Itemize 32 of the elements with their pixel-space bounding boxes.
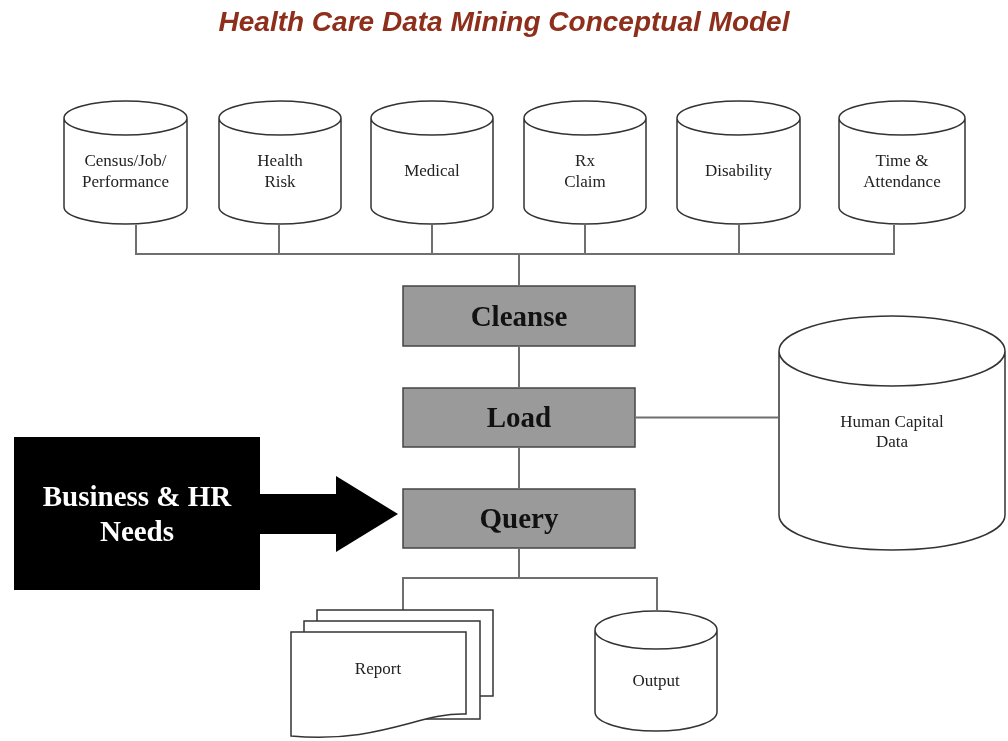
database-cylinder bbox=[838, 100, 966, 225]
connector-line bbox=[518, 548, 658, 611]
node-label: Disability bbox=[703, 160, 774, 183]
node-label: Load bbox=[485, 400, 553, 436]
database-cylinder bbox=[594, 610, 718, 732]
database-cylinder bbox=[778, 315, 1006, 551]
connector-line bbox=[635, 416, 779, 419]
node-label: Census/Job/ Performance bbox=[81, 150, 170, 193]
process-box bbox=[402, 387, 636, 448]
node-label: Report bbox=[353, 657, 403, 680]
input-box bbox=[14, 437, 260, 590]
node-label: Health Risk bbox=[256, 150, 304, 193]
node-label: Output bbox=[631, 669, 681, 692]
node-label: Time & Attendance bbox=[862, 150, 942, 193]
database-cylinder bbox=[676, 100, 801, 225]
node-label: Human Capital Data bbox=[839, 410, 945, 453]
connector-line bbox=[518, 447, 520, 489]
node-label: Business & HR Needs bbox=[41, 478, 233, 549]
database-cylinder bbox=[218, 100, 342, 225]
node-label: Cleanse bbox=[469, 298, 569, 334]
node-label: Medical bbox=[403, 160, 461, 183]
block-arrow bbox=[260, 476, 398, 552]
database-cylinder bbox=[63, 100, 188, 225]
process-box bbox=[402, 488, 636, 549]
diagram-title: Health Care Data Mining Conceptual Model bbox=[217, 6, 791, 38]
node-label: Rx Claim bbox=[563, 150, 607, 193]
document-stack bbox=[290, 610, 496, 738]
node-label: Query bbox=[478, 501, 560, 537]
connector-line bbox=[518, 346, 520, 388]
database-cylinder bbox=[523, 100, 647, 225]
database-cylinder bbox=[370, 100, 494, 225]
process-box bbox=[402, 285, 636, 347]
